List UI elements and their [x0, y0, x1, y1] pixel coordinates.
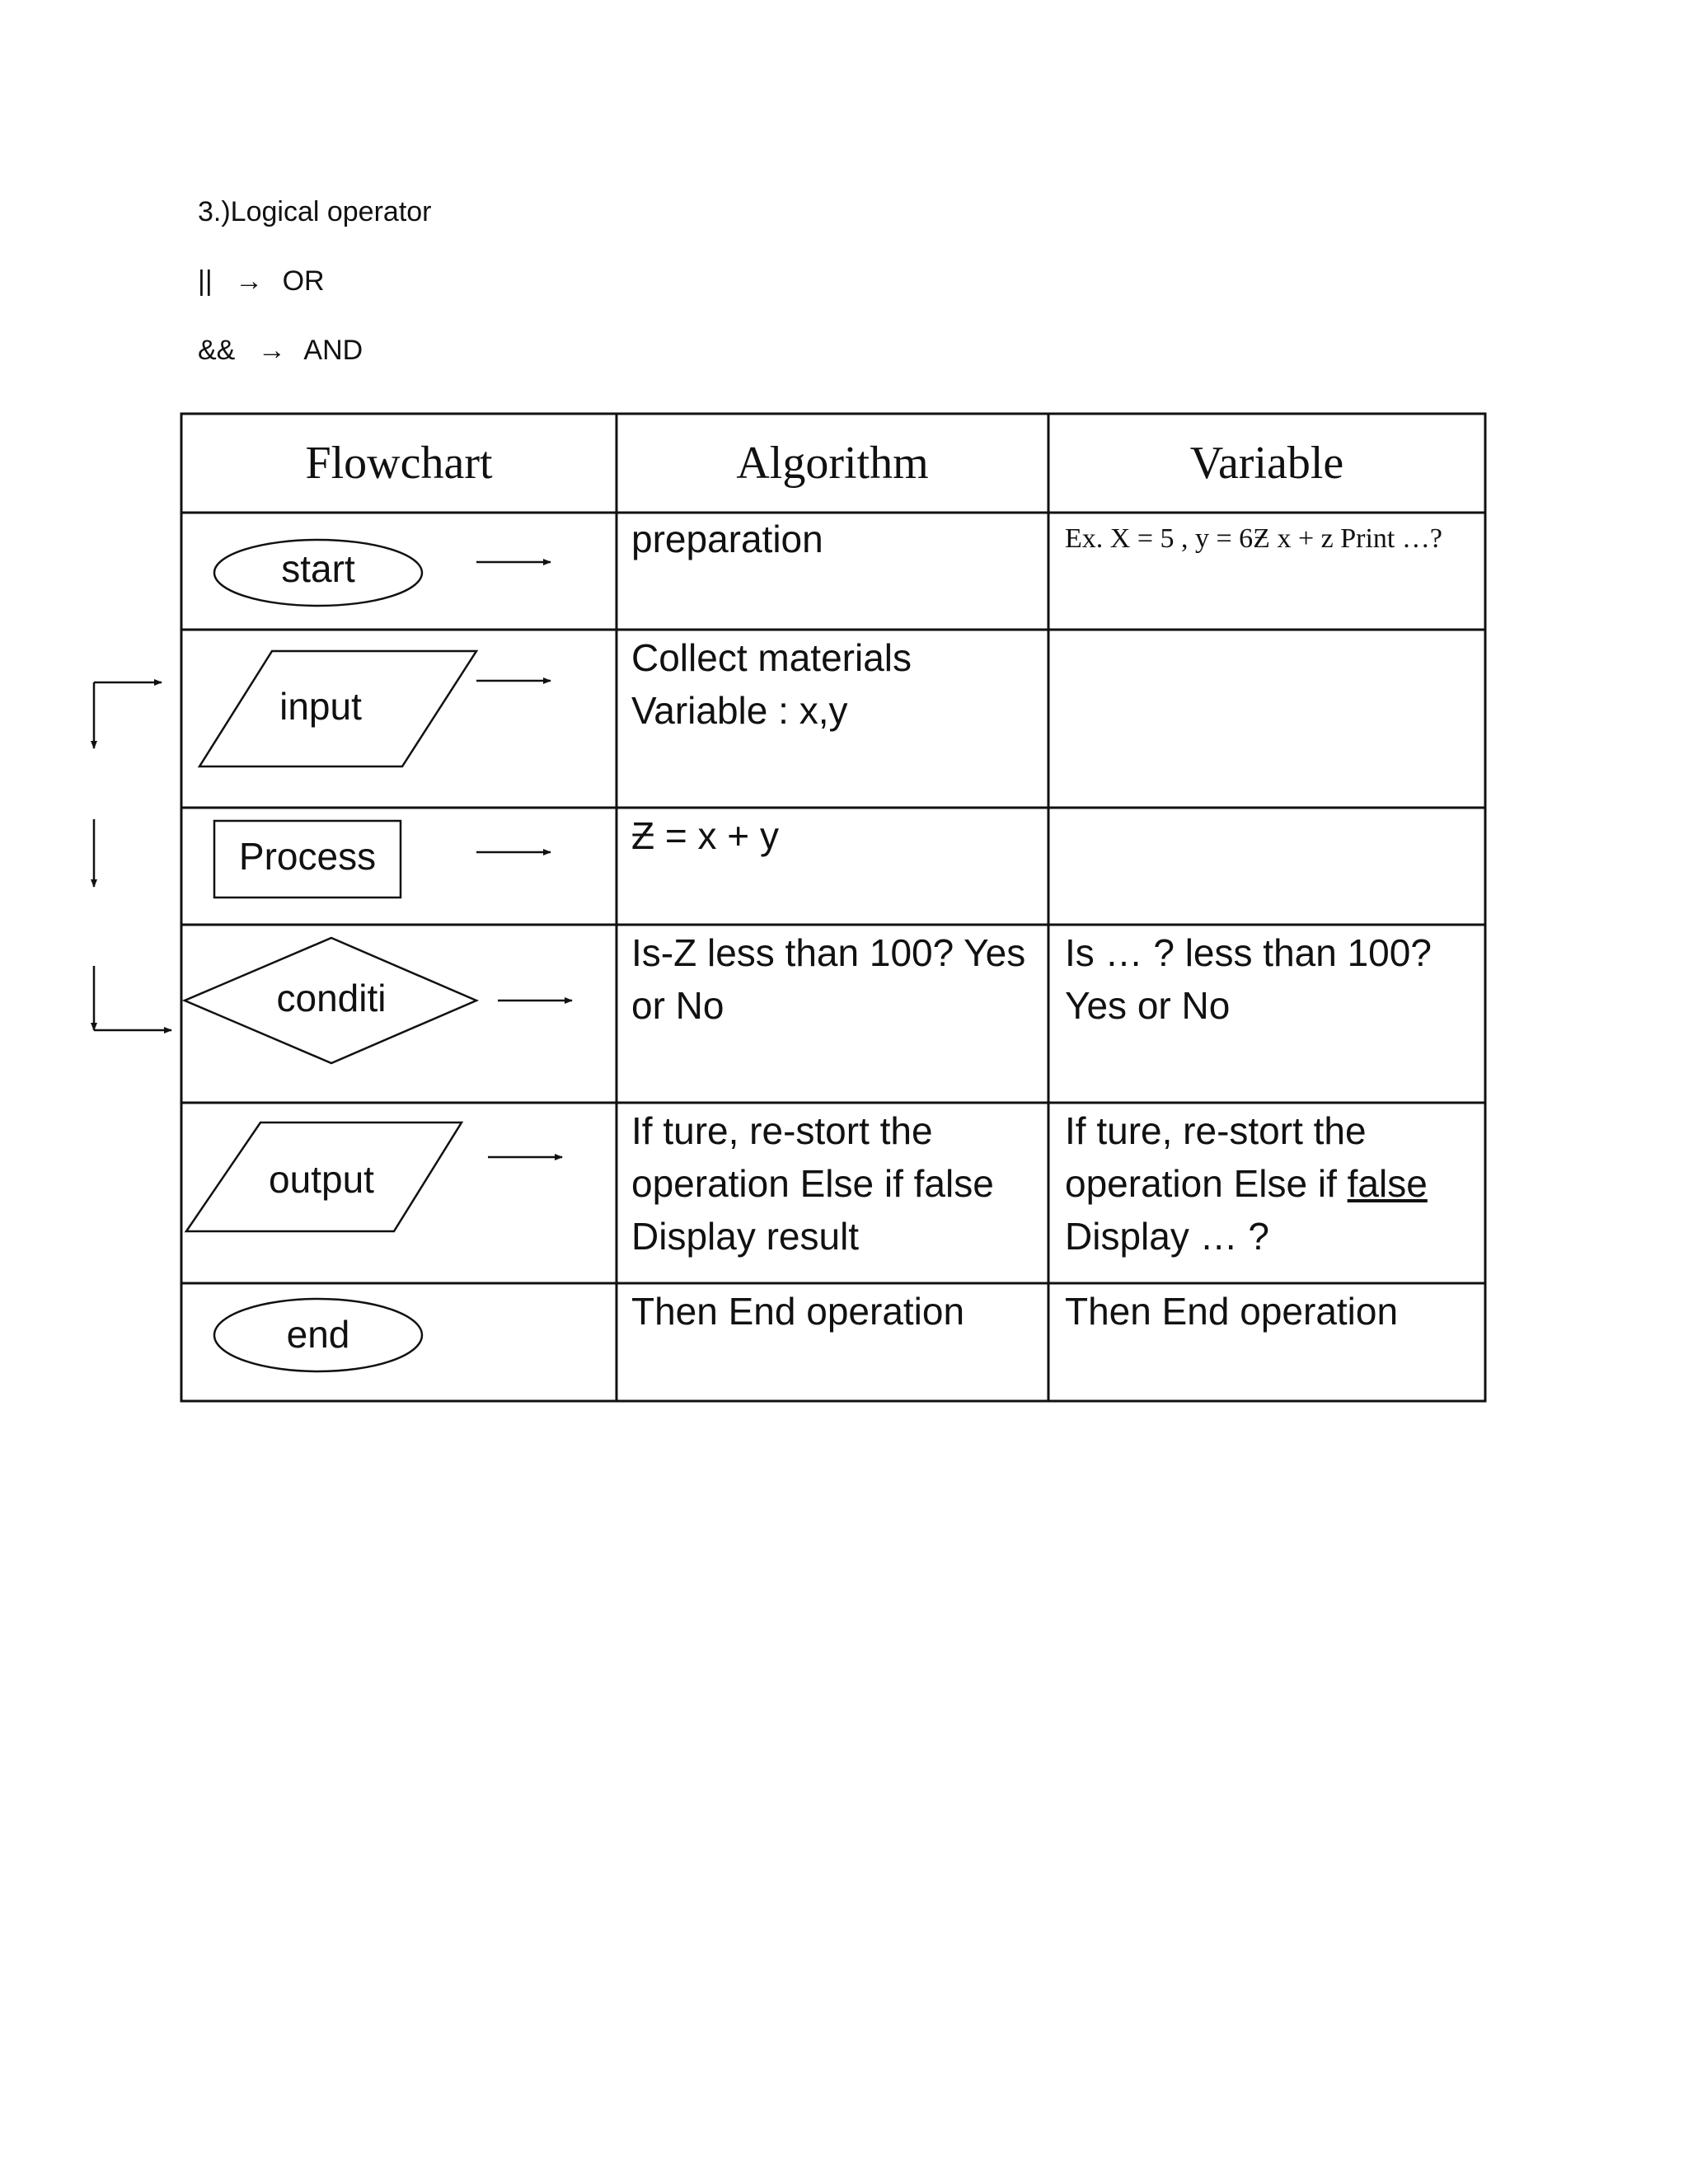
- algorithm-cell-input: Collect materials Variable : x,y: [631, 631, 1043, 737]
- process-label: Process: [238, 835, 377, 878]
- underlined-word: false: [1347, 1162, 1428, 1205]
- and-text: AND: [303, 335, 363, 366]
- variable-cell-condition: Is … ? less than 100? Yes or No: [1065, 926, 1477, 1032]
- input-label: input: [279, 685, 362, 728]
- input-parallelogram-shape: [197, 649, 479, 768]
- variable-line: If ture, re-stort the: [1065, 1109, 1367, 1152]
- condition-diamond-shape: [181, 936, 480, 1065]
- algorithm-cell-end: Then End operation: [631, 1290, 965, 1333]
- header-variable: Variable: [1189, 438, 1344, 489]
- algorithm-line: or No: [631, 984, 724, 1027]
- right-arrow-icon: →: [257, 335, 286, 366]
- table-border: [180, 412, 1487, 1403]
- algorithm-cell-process: Ƶ = x + y: [631, 814, 779, 857]
- header-algorithm: Algorithm: [736, 438, 929, 489]
- variable-line: Is … ? less than 100?: [1065, 931, 1432, 974]
- algorithm-cell-condition: Is-Z less than 100? Yes or No: [631, 926, 1043, 1032]
- or-text: OR: [282, 265, 325, 297]
- and-operator-line: && → AND: [198, 335, 363, 367]
- algorithm-line: operation Else if false: [631, 1162, 994, 1205]
- process-rectangle-shape: [213, 819, 402, 899]
- variable-cell-end: Then End operation: [1065, 1290, 1399, 1333]
- start-label: start: [281, 547, 355, 590]
- algorithm-cell-output: If ture, re-stort the operation Else if …: [631, 1104, 1043, 1263]
- variable-line: Yes or No: [1065, 984, 1231, 1027]
- algorithm-line: Collect materials: [631, 636, 912, 679]
- or-operator-line: || → OR: [198, 265, 325, 298]
- end-terminator-shape: [213, 1297, 424, 1373]
- header-flowchart: Flowchart: [305, 438, 493, 489]
- variable-cell-output: If ture, re-stort the operation Else if …: [1065, 1104, 1477, 1263]
- variable-line: operation Else if false: [1065, 1157, 1477, 1210]
- and-symbol: &&: [198, 335, 236, 366]
- variable-cell-start: Ex. X = 5 , y = 6Ƶ x + z Print …?: [1065, 523, 1442, 554]
- right-arrow-icon: →: [235, 265, 264, 297]
- algorithm-line: Variable : x,y: [631, 689, 848, 732]
- section-heading: 3.)Logical operator: [198, 196, 432, 227]
- algorithm-line: If ture, re-stort the: [631, 1109, 933, 1152]
- output-parallelogram-shape: [184, 1121, 464, 1233]
- end-label: end: [286, 1313, 350, 1356]
- start-terminator-shape: [213, 538, 424, 607]
- or-symbol: ||: [198, 265, 213, 297]
- variable-line-text: operation Else if: [1065, 1162, 1337, 1205]
- algorithm-line: Display result: [631, 1215, 860, 1258]
- output-label: output: [269, 1158, 374, 1201]
- algorithm-line: Is-Z less than 100? Yes: [631, 931, 1026, 974]
- variable-line: Display … ?: [1065, 1215, 1269, 1258]
- algorithm-cell-start: preparation: [631, 518, 823, 560]
- condition-label: conditi: [276, 977, 387, 1019]
